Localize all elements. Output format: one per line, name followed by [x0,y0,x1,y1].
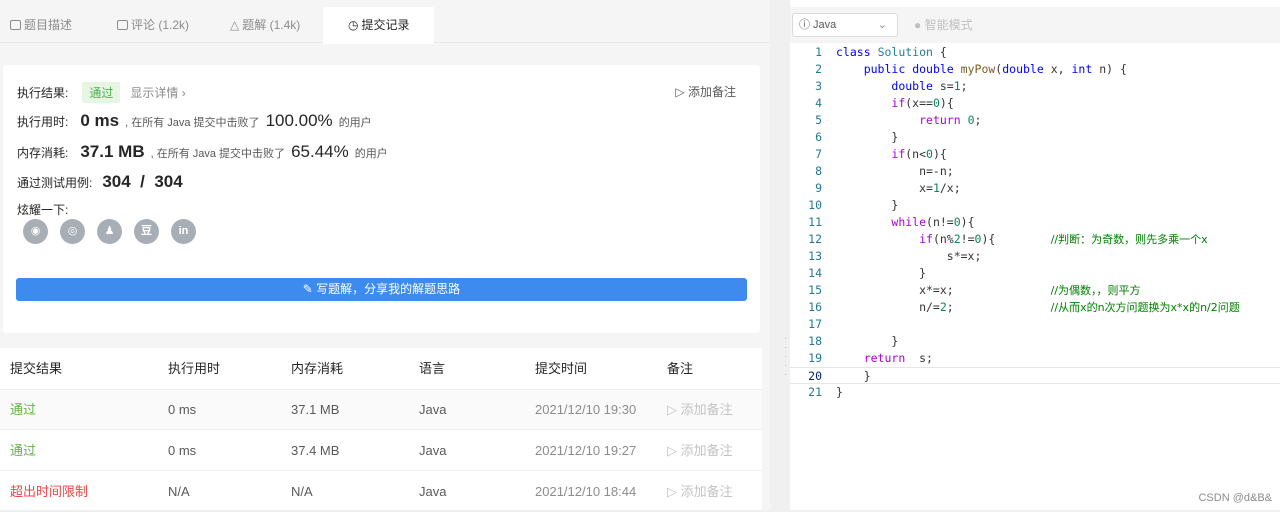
runtime-row: 执行用时: 0 ms , 在所有 Java 提交中击败了 100.00% 的用户 [17,111,372,130]
wechat-icon[interactable]: ◉ [23,219,48,244]
add-note-button[interactable]: ▷ 添加备注 [667,443,733,458]
testcase-value: 304 / 304 [102,172,183,191]
memory-value: 37.1 MB [80,142,145,161]
qq-icon[interactable]: ♟ [97,219,122,244]
result-card: 执行结果: 通过 显示详情 › ▷ 添加备注 执行用时: 0 ms , 在所有 … [3,65,760,333]
share-icons: ◉ ◎ ♟ 豆 in [23,219,196,244]
status-badge: 通过 [82,82,121,103]
weibo-icon[interactable]: ◎ [60,219,85,244]
add-note-button[interactable]: ▷ 添加备注 [667,402,733,417]
table-header: 提交结果 执行用时 内存消耗 语言 提交时间 备注 [0,348,762,390]
tab-description[interactable]: 题目描述 [10,7,90,43]
description-icon [10,20,21,30]
share-row: 炫耀一下: [17,203,69,217]
add-note-button[interactable]: ▷ 添加备注 [667,484,733,499]
smart-mode-toggle[interactable]: ● 智能模式 [914,18,973,32]
result-row: 执行结果: 通过 显示详情 › [17,82,186,103]
douban-icon[interactable]: 豆 [134,219,159,244]
tab-bar: 题目描述 评论 (1.2k) △题解 (1.4k) ◷提交记录 [0,7,770,44]
clock-icon: ◷ [348,18,359,32]
submission-table: 提交结果 执行用时 内存消耗 语言 提交时间 备注 通过 0 ms 37.1 M… [0,348,762,512]
flask-icon: △ [230,18,240,32]
submission-panel: 题目描述 评论 (1.2k) △题解 (1.4k) ◷提交记录 执行结果: 通过… [0,7,770,512]
language-select[interactable]: ⓘ Java⌄ [792,13,898,37]
watermark: CSDN @d&B& [1198,492,1272,504]
editor-toolbar: ⓘ Java⌄ ● 智能模式 [790,7,1280,43]
row-status[interactable]: 超出时间限制 [10,484,89,499]
table-row[interactable]: 通过 0 ms 37.4 MB Java 2021/12/10 19:27 ▷ … [0,431,762,471]
chevron-down-icon: ⌄ [877,19,887,31]
tab-solutions[interactable]: △题解 (1.4k) [230,18,301,32]
memory-percentile: 65.44% [291,142,349,161]
show-detail-link[interactable]: 显示详情 › [130,86,186,100]
testcase-row: 通过测试用例: 304 / 304 [17,172,183,191]
panel-divider[interactable] [770,0,782,510]
add-note-button[interactable]: ▷ 添加备注 [675,85,736,99]
runtime-percentile: 100.00% [265,111,333,130]
table-row[interactable]: 通过 0 ms 37.1 MB Java 2021/12/10 19:30 ▷ … [0,390,762,430]
row-status[interactable]: 通过 [10,402,37,417]
tab-submissions[interactable]: ◷提交记录 [323,7,434,44]
memory-row: 内存消耗: 37.1 MB , 在所有 Java 提交中击败了 65.44% 的… [17,142,388,161]
table-row[interactable]: 超出时间限制 N/A N/A Java 2021/12/10 18:44 ▷ 添… [0,472,762,512]
write-solution-button[interactable]: ✎ 写题解，分享我的解题思路 [16,278,747,301]
tab-comments[interactable]: 评论 (1.2k) [117,7,207,43]
resize-handle[interactable]: ····· [784,333,788,380]
runtime-value: 0 ms [80,111,120,130]
linkedin-icon[interactable]: in [171,219,196,244]
row-status[interactable]: 通过 [10,443,37,458]
comment-icon [117,20,128,30]
